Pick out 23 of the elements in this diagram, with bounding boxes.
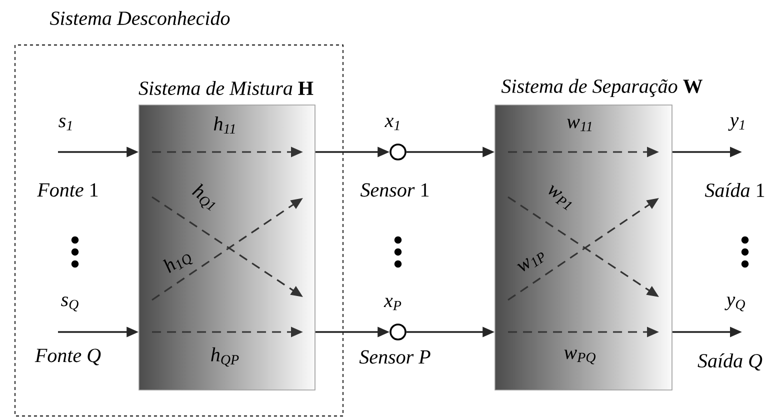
source-label: Fonte 1 (37, 183, 98, 197)
edge-label: y$_{1}$ (728, 117, 744, 131)
sensor-label: Sensor 1 (360, 183, 429, 197)
sensor-label: Sensor P (359, 350, 430, 364)
weight-label: w$_{P1}$ (548, 184, 572, 210)
weight-label: w$_{1P}$ (516, 252, 544, 272)
output-label: Saída Q (698, 353, 762, 371)
edge-label: s$_{Q}$ (61, 296, 78, 312)
gain-label: h$_{Q1}$ (192, 183, 216, 211)
weight-label: w$_{11}$ (567, 118, 592, 132)
gain-label: h$_{QP}$ (211, 347, 239, 367)
system-title: Sistema de Separação W (501, 78, 702, 98)
gain-label: h$_{11}$ (214, 116, 235, 134)
signal-label: x$_{P}$ (384, 298, 402, 310)
signal-label: x$_{1}$ (384, 118, 400, 130)
system-title: Sistema Desconhecido (50, 10, 230, 26)
edge-label: y$_{Q}$ (724, 296, 745, 312)
gain-label: h$_{1Q}$ (162, 254, 193, 273)
edge-label: s$_{1}$ (58, 118, 72, 130)
source-label: Fonte Q (34, 348, 101, 366)
weight-label: w$_{PQ}$ (564, 350, 596, 364)
system-title: Sistema de Mistura H (138, 80, 314, 96)
output-label: Saída 1 (704, 182, 764, 198)
